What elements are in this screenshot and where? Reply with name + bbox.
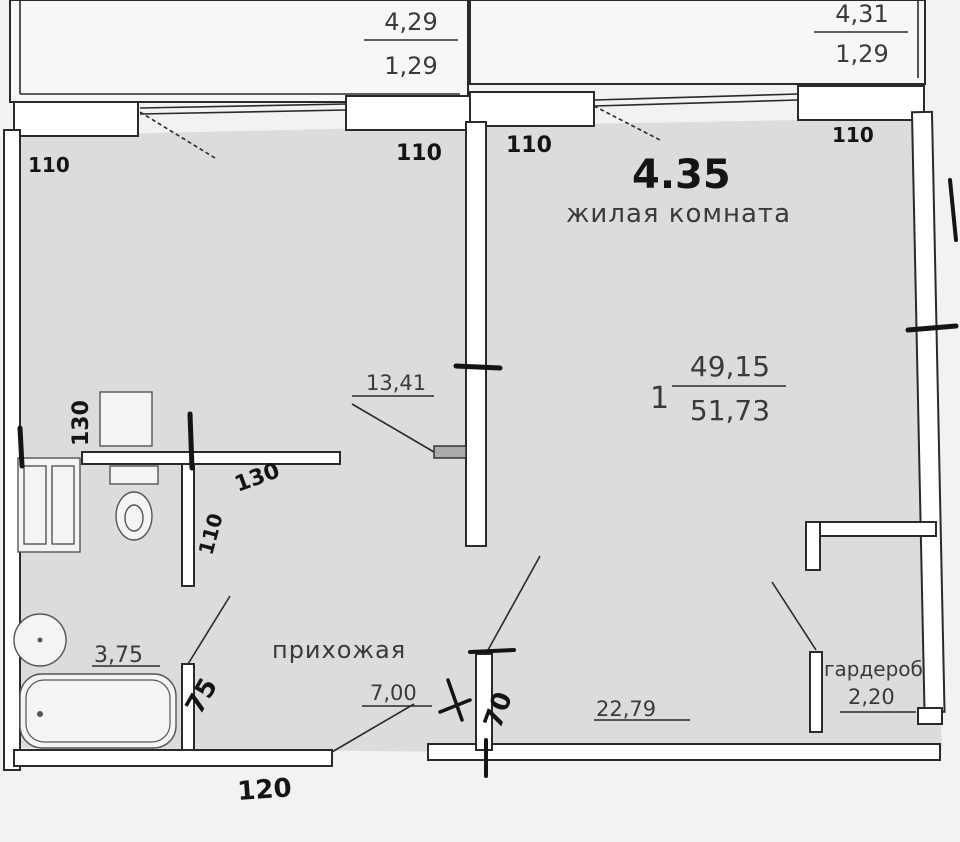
balcony-right xyxy=(469,0,926,85)
printed-labels: 4,29 1,29 4,31 1,29 жилая комната 13,41 … xyxy=(94,0,923,721)
hand-ticks xyxy=(17,178,959,778)
area-underlines xyxy=(92,31,916,721)
wardrobe-label: гардероб xyxy=(824,657,923,681)
bathtub xyxy=(19,673,177,749)
total-area: 51,73 xyxy=(690,394,770,427)
balcony-right-area-top: 4,31 xyxy=(835,0,888,28)
dim-top-center-left: 110 xyxy=(396,141,442,166)
interior-walls xyxy=(81,121,943,751)
toilet-tank xyxy=(109,465,159,485)
dim-top-right: 110 xyxy=(832,123,874,147)
dim-bath-top: 130 xyxy=(69,400,94,446)
sink-cabinet xyxy=(99,391,153,447)
dim-bottom: 120 xyxy=(236,773,292,807)
wardrobe-area: 2,20 xyxy=(848,685,895,709)
balcony-right-area-bottom: 1,29 xyxy=(835,40,888,68)
door-swings xyxy=(187,403,817,753)
handwritten-annotations: 110 110 110 110 4.35 130 130 110 120 75 … xyxy=(17,123,959,807)
bathroom-area: 3,75 xyxy=(94,643,143,668)
dim-top-left: 110 xyxy=(28,153,70,177)
living-room-area: 22,79 xyxy=(596,697,656,721)
balcony-left xyxy=(9,0,469,103)
bathroom-fixtures xyxy=(13,391,177,749)
outer-walls xyxy=(3,110,946,771)
rooms-count: 1 xyxy=(650,381,669,416)
kitchen-area: 13,41 xyxy=(366,371,426,395)
ceiling-height: 4.35 xyxy=(632,152,731,198)
living-area: 49,15 xyxy=(690,350,770,383)
hallway-area: 7,00 xyxy=(370,681,417,705)
balcony-left-area-bottom: 1,29 xyxy=(384,52,437,80)
balcony-left-area-top: 4,29 xyxy=(384,8,437,36)
living-room-label: жилая комната xyxy=(566,199,791,229)
window-sills xyxy=(13,85,925,159)
dim-top-center-right: 110 xyxy=(506,133,552,158)
hallway-label: прихожая xyxy=(272,636,406,664)
